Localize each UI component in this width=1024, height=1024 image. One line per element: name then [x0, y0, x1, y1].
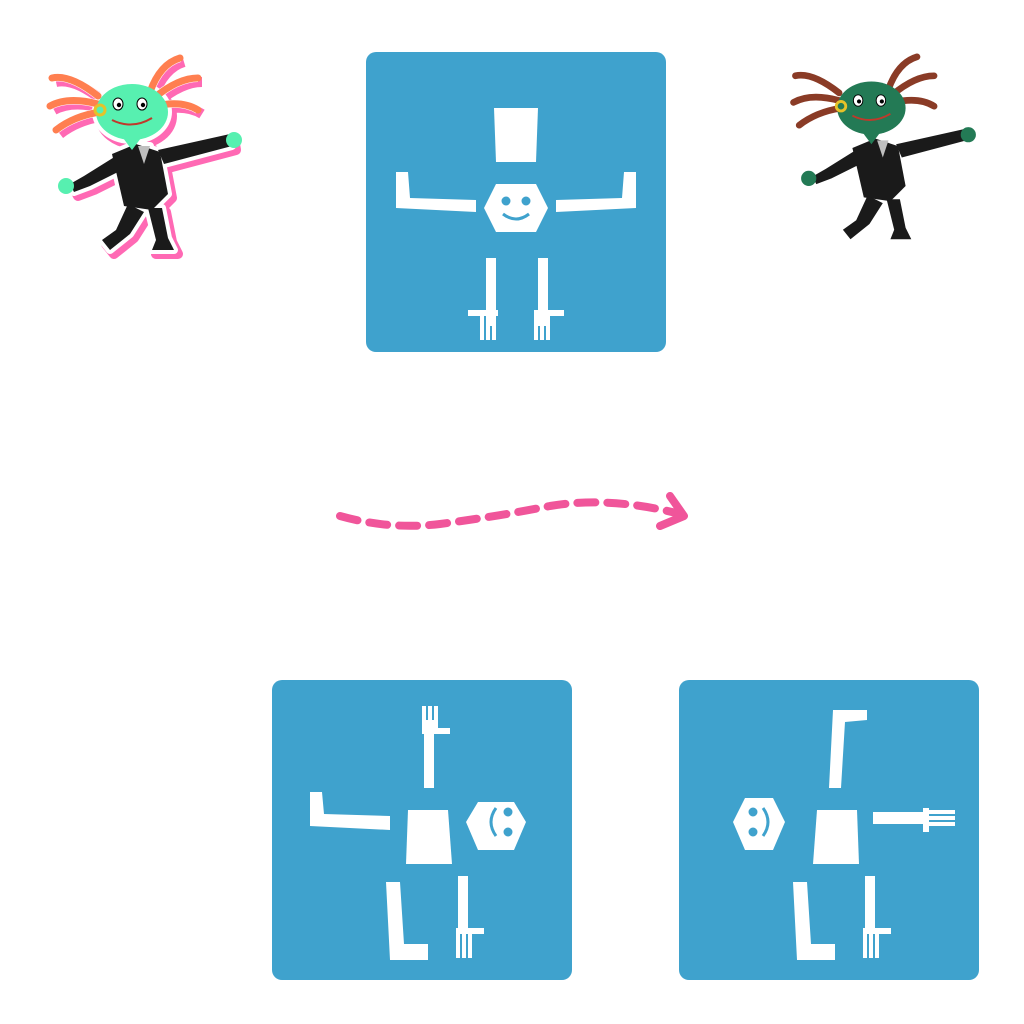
left-arm-part — [396, 172, 476, 212]
rig-template-tile — [366, 52, 666, 352]
puppet-rig-rotated-icon — [272, 680, 572, 980]
transfer-arrow — [336, 492, 688, 530]
right-leg-part — [865, 876, 875, 932]
right-leg-part — [458, 876, 468, 932]
right-hand-part — [534, 310, 564, 340]
target-axolotl-figure — [790, 53, 976, 240]
left-leg-part — [386, 882, 428, 960]
puppet-rig-icon — [366, 52, 666, 352]
left-leg-part — [793, 882, 835, 960]
right-hand-part — [863, 928, 891, 958]
right-hand-part — [456, 928, 484, 958]
raised-hand-part — [422, 706, 450, 734]
right-arm-part — [556, 172, 636, 212]
right-leg-part — [538, 258, 548, 326]
smiley-face-icon — [501, 196, 531, 221]
raised-arm-part — [424, 720, 434, 788]
rig-variant-right-tile — [679, 680, 979, 980]
pointing-hand-part — [923, 808, 955, 832]
torso-part — [494, 108, 538, 162]
dashed-arrow-icon — [336, 498, 684, 530]
head-part — [733, 798, 785, 850]
torso-part — [813, 810, 859, 864]
right-arm-part — [873, 812, 929, 824]
axolotl-dark-icon — [790, 53, 976, 240]
source-axolotl-figure — [46, 54, 242, 259]
puppet-rig-rotated-icon — [679, 680, 979, 980]
left-arm-part — [310, 792, 390, 830]
arrowhead-icon — [656, 492, 688, 530]
axolotl-sticker-icon — [46, 54, 242, 259]
left-hand-part — [468, 310, 498, 340]
left-leg-part — [486, 258, 496, 326]
raised-arm-part — [829, 710, 867, 788]
torso-part — [406, 810, 452, 864]
rig-variant-left-tile — [272, 680, 572, 980]
smiley-face-icon — [489, 807, 513, 837]
smiley-face-icon — [748, 807, 770, 837]
head-part — [484, 184, 548, 232]
